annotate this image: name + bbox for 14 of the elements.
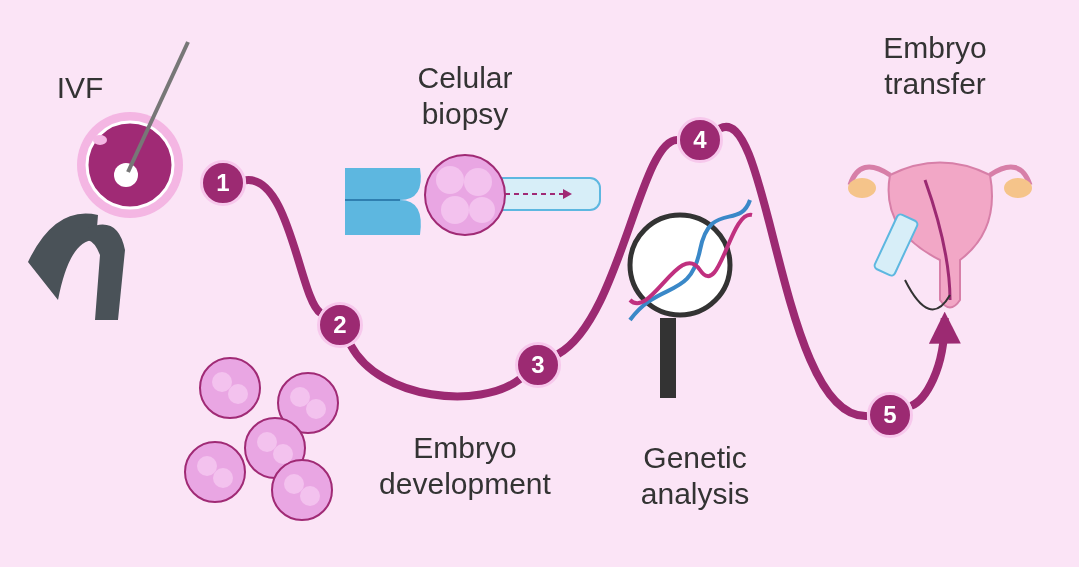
curved-path [719, 124, 869, 420]
step-label: Embryo development [378, 430, 552, 502]
step-label: Genetic analysis [639, 440, 751, 512]
step-number-circle: 5 [867, 392, 913, 438]
step-label: Celular biopsy [416, 60, 514, 132]
step-number-circle: 4 [677, 117, 723, 163]
curved-path [347, 343, 522, 401]
step-number-circle: 3 [515, 342, 561, 388]
curved-path [555, 136, 679, 358]
step-label: Embryo transfer [882, 30, 988, 102]
step-label: IVF [55, 70, 105, 106]
step-number-circle: 2 [317, 302, 363, 348]
step-number-circle: 1 [200, 160, 246, 206]
curved-arrow [909, 311, 960, 410]
